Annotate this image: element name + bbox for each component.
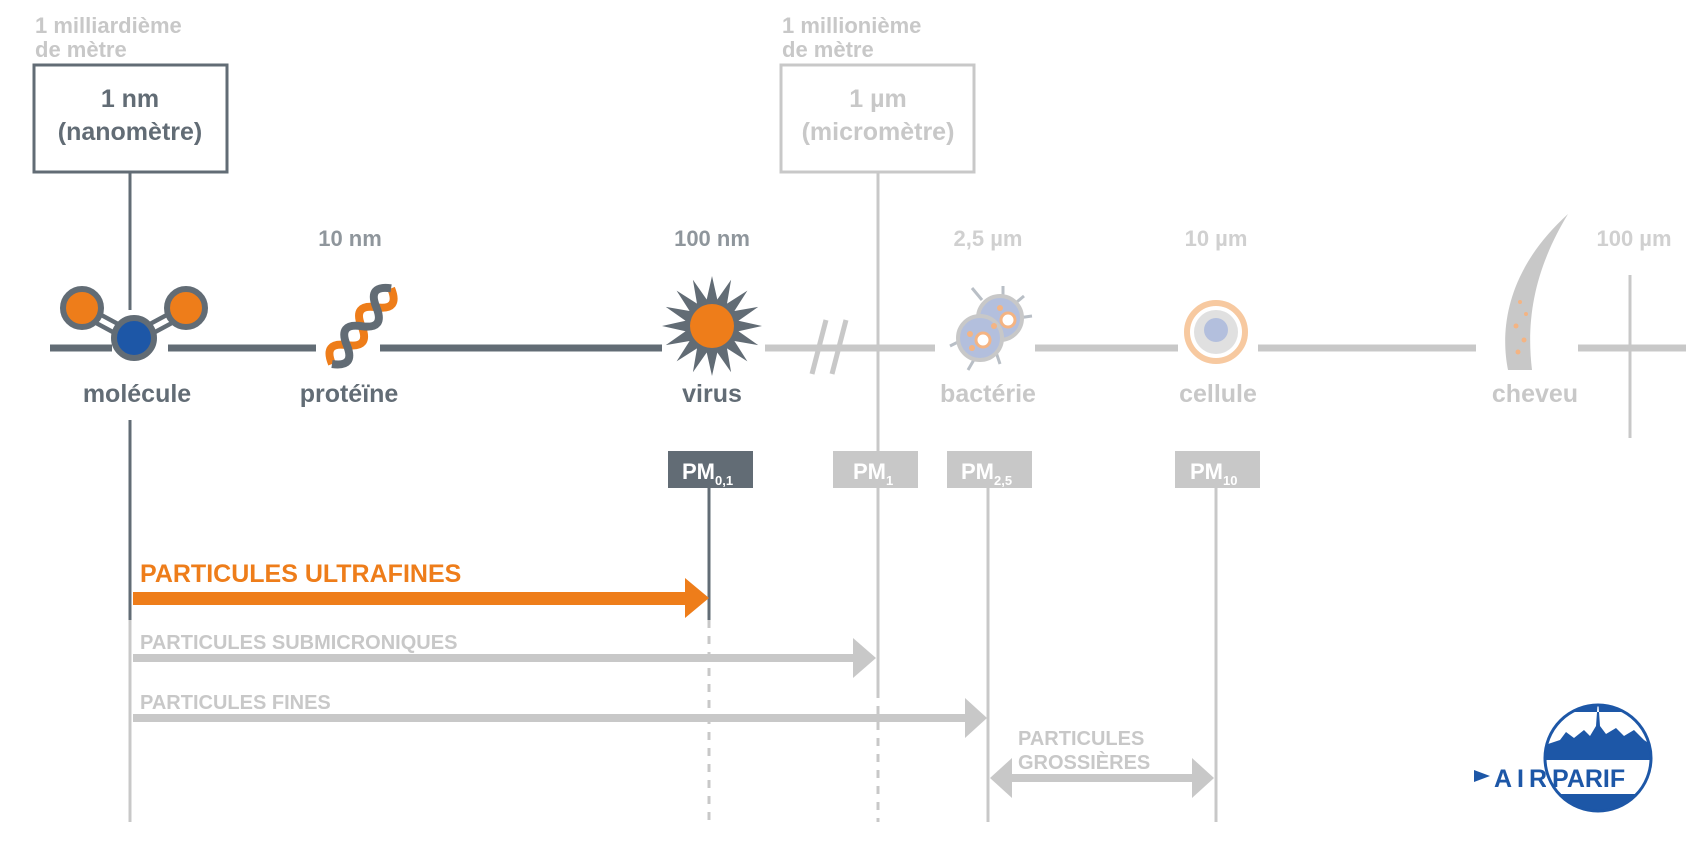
- scale-label-10nm: 10 nm: [318, 226, 382, 251]
- airparif-logo: AIR PARIF: [1474, 698, 1654, 813]
- object-label-bacterie: bactérie: [940, 380, 1036, 408]
- hair-icon: [1505, 214, 1568, 370]
- virus-icon: [662, 276, 762, 376]
- pm10-main: PM: [1190, 459, 1223, 484]
- svg-text:PM10: PM10: [1190, 459, 1237, 488]
- ultrafines-arrow: PARTICULES ULTRAFINES: [133, 560, 709, 618]
- um-caption-line2: de mètre: [782, 37, 874, 62]
- pm1-main: PM: [853, 459, 886, 484]
- object-label-molecule: molécule: [83, 380, 191, 408]
- nm-unit-value: 1 nm: [101, 85, 159, 113]
- pm01-sub: 0,1: [715, 473, 733, 488]
- size-axis: [50, 319, 1686, 375]
- object-label-proteine: protéïne: [300, 380, 399, 408]
- submicroniques-label: PARTICULES SUBMICRONIQUES: [140, 632, 457, 654]
- protein-helix-icon: [325, 283, 398, 369]
- grossieres-arrow: PARTICULES GROSSIÈRES: [990, 728, 1214, 798]
- scale-label-100nm: 100 nm: [674, 226, 750, 251]
- pm10-badge: PM10: [1175, 451, 1260, 488]
- logo-skyline-icon: [1545, 698, 1651, 744]
- nm-unit-name: (nanomètre): [58, 118, 202, 146]
- nm-caption-line1: 1 milliardième: [35, 13, 182, 38]
- um-caption-line1: 1 millionième: [782, 13, 921, 38]
- pm10-sub: 10: [1223, 473, 1237, 488]
- object-label-cheveu: cheveu: [1492, 380, 1578, 408]
- scale-label-10um: 10 µm: [1185, 226, 1248, 251]
- cell-icon: [1184, 300, 1248, 364]
- scale-label-2p5um: 2,5 µm: [954, 226, 1023, 251]
- object-label-cellule: cellule: [1179, 380, 1257, 408]
- grossieres-label-line1: PARTICULES: [1018, 728, 1144, 750]
- svg-text:PM1: PM1: [853, 459, 893, 488]
- pm25-sub: 2,5: [994, 473, 1012, 488]
- object-label-virus: virus: [682, 380, 742, 408]
- ultrafines-label: PARTICULES ULTRAFINES: [140, 560, 461, 588]
- pm01-main: PM: [682, 459, 715, 484]
- grossieres-label-line2: GROSSIÈRES: [1018, 751, 1150, 774]
- svg-text:PM2,5: PM2,5: [961, 459, 1012, 488]
- nm-unit-box: 1 milliardième de mètre 1 nm (nanomètre): [32, 13, 229, 174]
- molecule-icon: [60, 286, 208, 361]
- submicroniques-arrow: PARTICULES SUBMICRONIQUES: [133, 632, 876, 678]
- um-unit-box: 1 millionième de mètre 1 µm (micromètre): [779, 13, 976, 174]
- fines-label: PARTICULES FINES: [140, 692, 331, 714]
- pm01-badge: PM0,1: [668, 451, 753, 488]
- fines-arrow: PARTICULES FINES: [133, 692, 987, 738]
- axis-break-icon: [809, 319, 849, 375]
- logo-text-air: AIR: [1494, 765, 1552, 793]
- svg-text:PM0,1: PM0,1: [682, 459, 733, 488]
- logo-text-parif: PARIF: [1552, 765, 1625, 793]
- pm25-badge: PM2,5: [947, 451, 1032, 488]
- pm25-main: PM: [961, 459, 994, 484]
- pm1-badge: PM1: [833, 451, 918, 488]
- logo-play-icon: [1474, 770, 1490, 782]
- pm1-sub: 1: [886, 473, 893, 488]
- um-unit-value: 1 µm: [849, 85, 906, 113]
- bacteria-icon: [949, 286, 1033, 371]
- nm-caption-line2: de mètre: [35, 37, 127, 62]
- um-unit-name: (micromètre): [802, 118, 955, 146]
- scale-label-100um: 100 µm: [1596, 226, 1671, 251]
